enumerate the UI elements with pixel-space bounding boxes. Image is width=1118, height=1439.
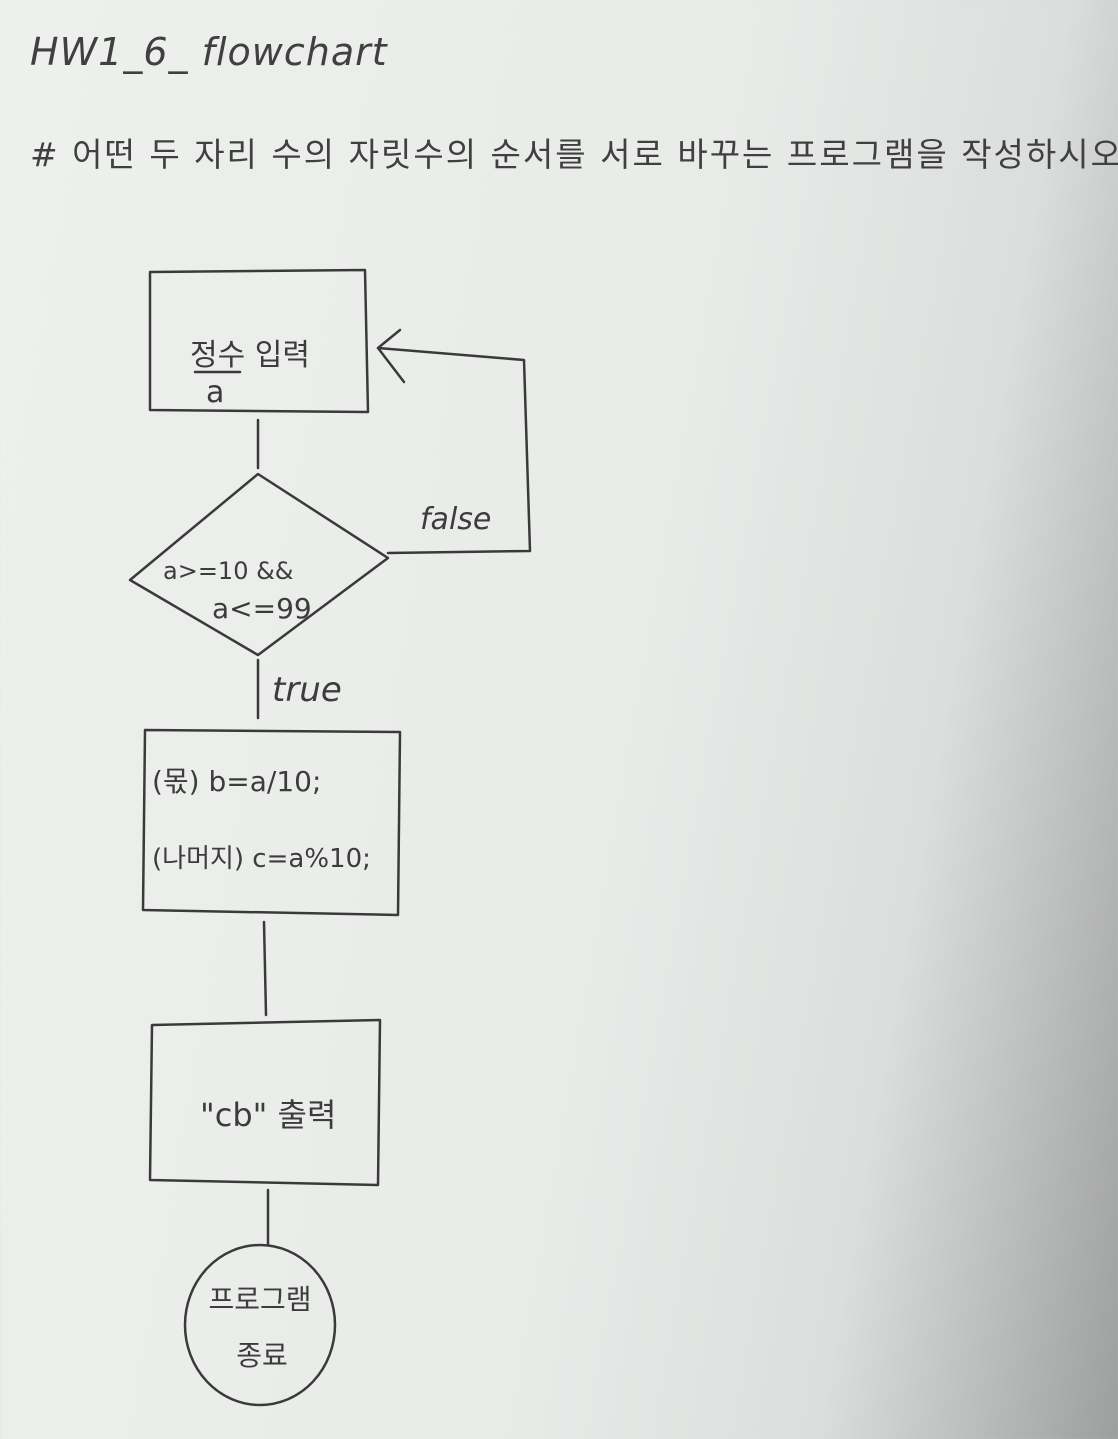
process-line1: (몫) b=a/10;: [152, 765, 322, 798]
process-box: [141, 728, 402, 917]
decision-condition-line1: a>=10 &&: [163, 557, 294, 585]
end-oval: [183, 1243, 337, 1407]
edge-true-label: true: [272, 670, 342, 710]
process-line2: (나머지) c=a%10;: [152, 844, 371, 874]
output-node-label: "cb" 출력: [200, 1096, 337, 1134]
connector-process-output: [262, 920, 268, 1017]
end-node-line2: 종료: [236, 1339, 288, 1372]
input-box: [148, 268, 370, 414]
decision-condition-line2: a<=99: [212, 592, 312, 625]
input-node-label: 정수 입력: [190, 338, 310, 373]
edge-false-label: false: [420, 502, 492, 537]
decision-diamond: [128, 472, 390, 657]
page-title: HW1_6_ flowchart: [30, 30, 388, 74]
false-arrowhead: [376, 328, 406, 384]
end-node-line1: 프로그램: [208, 1283, 312, 1316]
task-description: # 어떤 두 자리 수의 자릿수의 순서를 서로 바꾸는 프로그램을 작성하시오…: [30, 135, 1118, 174]
output-box: [148, 1018, 382, 1187]
input-node-variable: a: [206, 375, 225, 410]
false-loop-line: [376, 346, 532, 555]
